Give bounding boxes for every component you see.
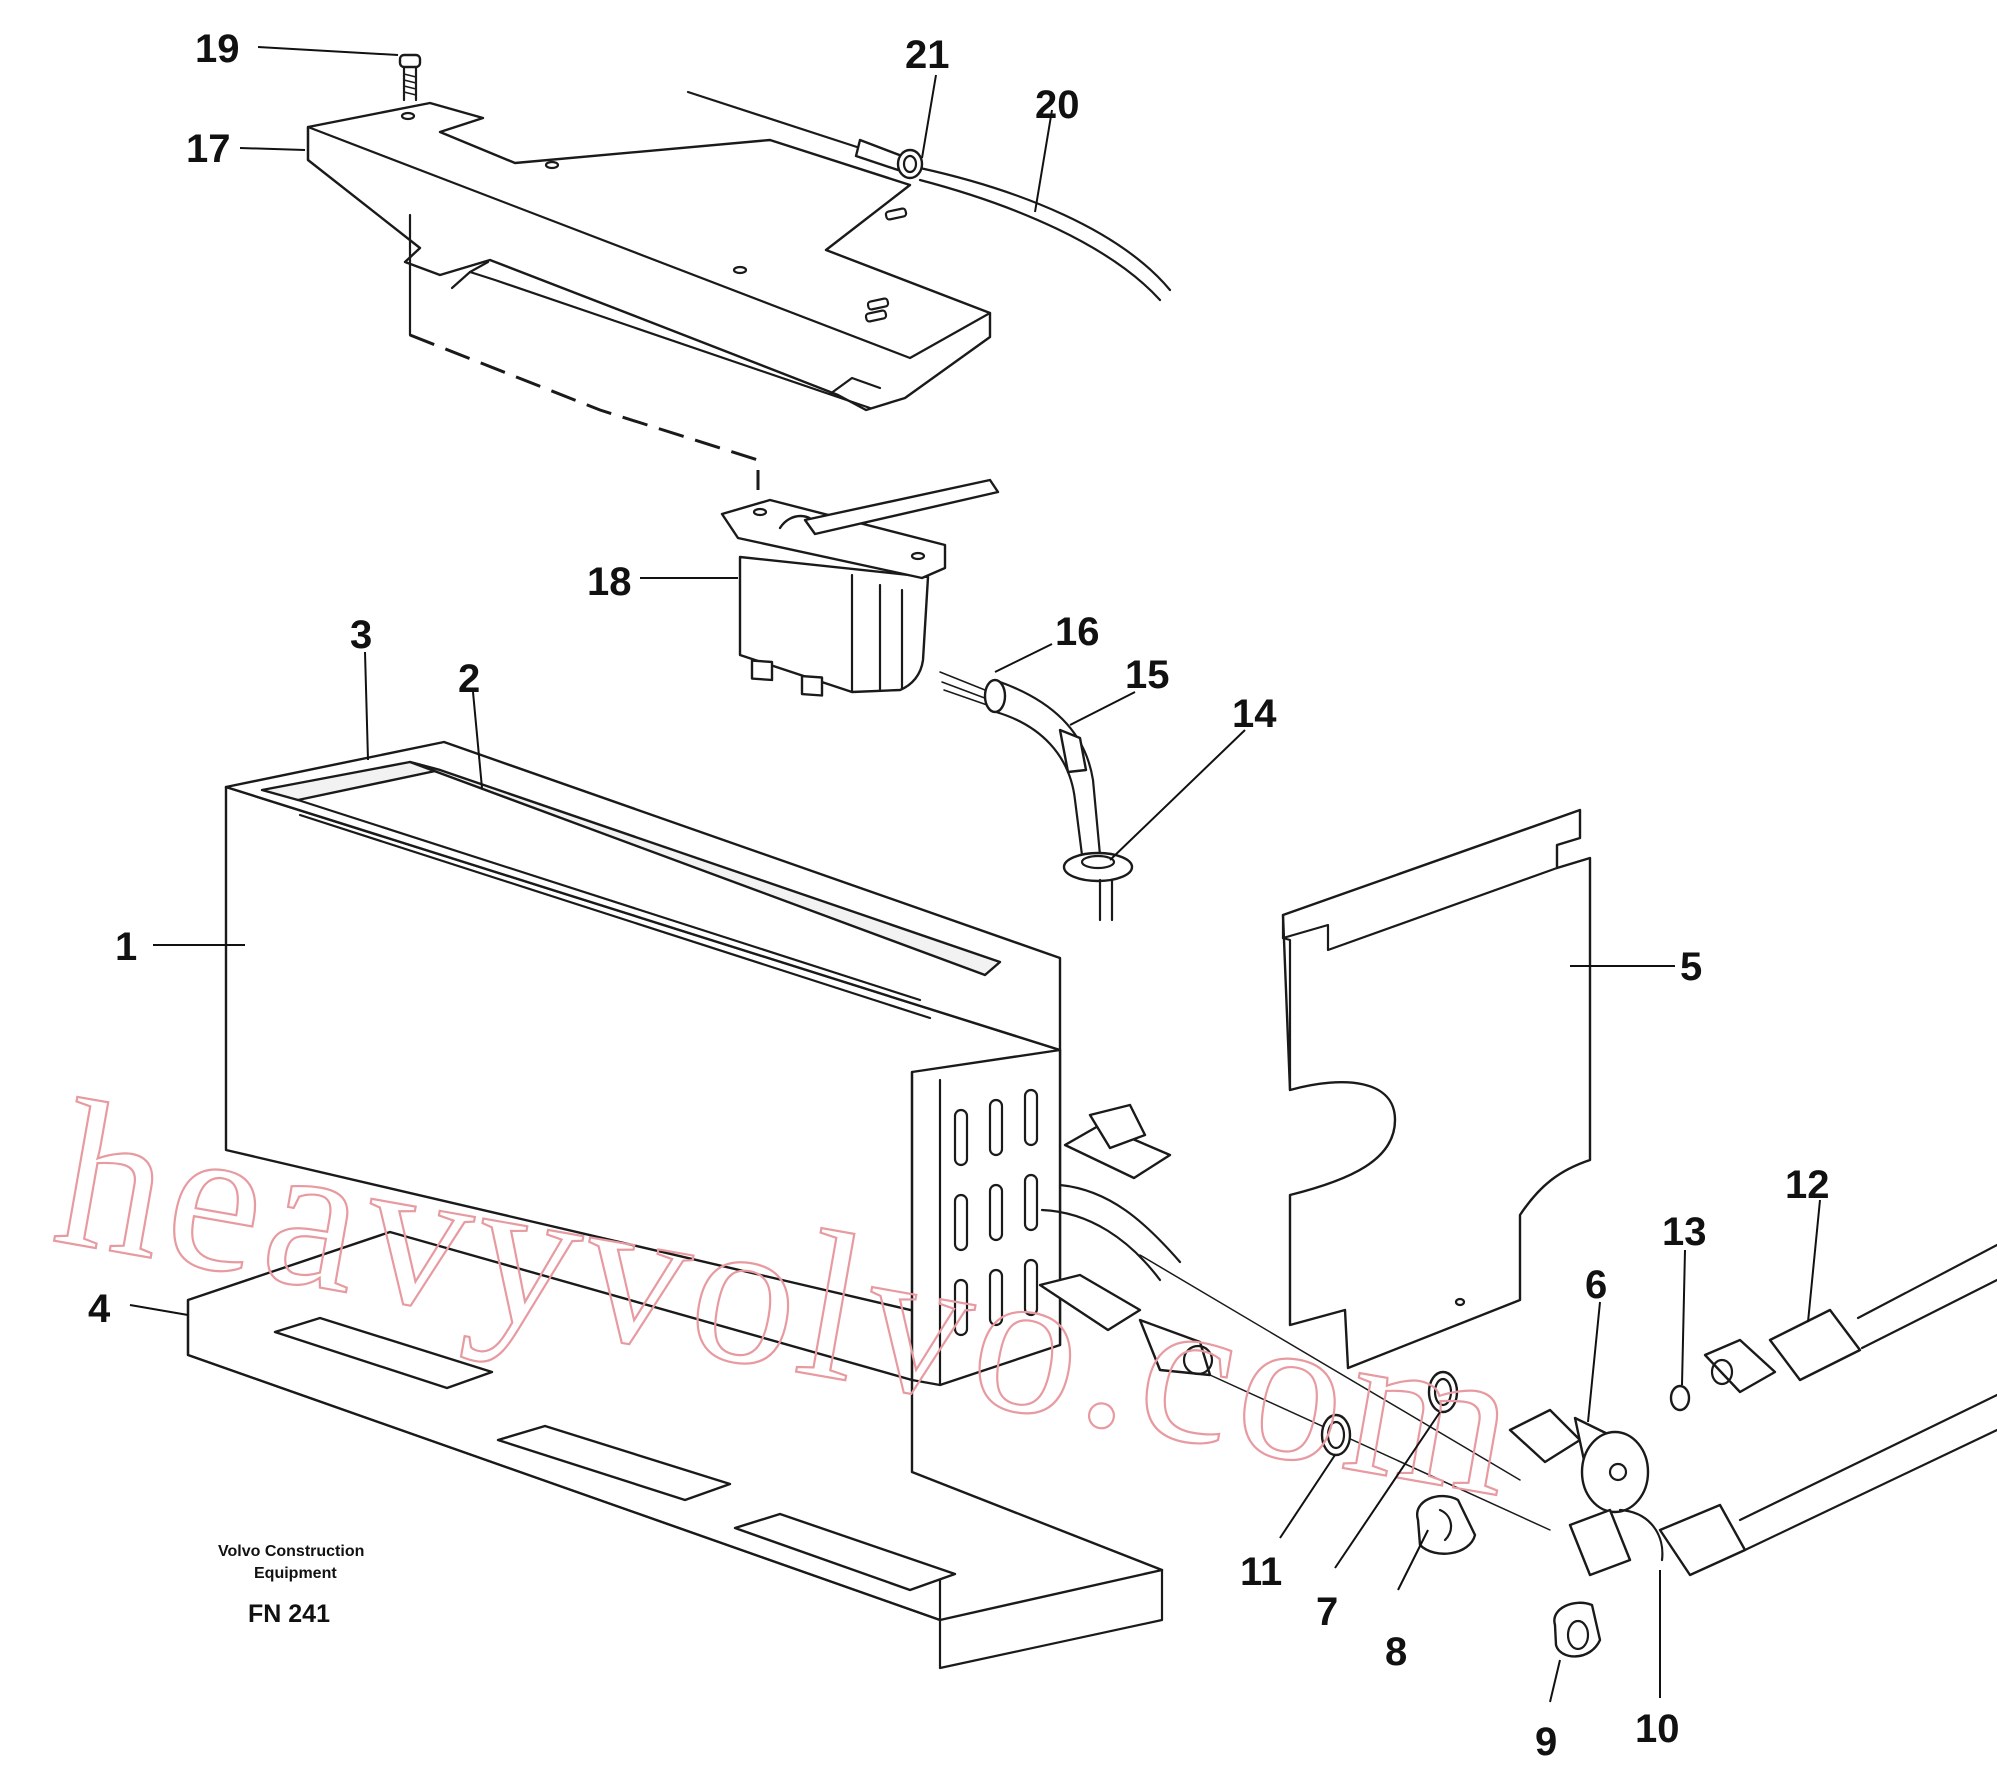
inlet-pipe bbox=[1038, 1103, 1551, 1531]
caption-line-2: Equipment bbox=[254, 1565, 337, 1582]
label-18: 18 bbox=[587, 560, 632, 604]
o-ring-13 bbox=[1669, 1384, 1691, 1412]
label-11: 11 bbox=[1240, 1550, 1282, 1594]
heater-fin-slots bbox=[953, 1088, 1039, 1337]
bracket-17 bbox=[306, 101, 992, 490]
leader-lines bbox=[129, 46, 1821, 1703]
label-13: 13 bbox=[1662, 1210, 1707, 1254]
label-19: 19 bbox=[195, 27, 240, 71]
figure-number: FN 241 bbox=[248, 1600, 330, 1628]
label-15: 15 bbox=[1125, 653, 1170, 697]
sensor-6 bbox=[1508, 1408, 1650, 1514]
hose-12 bbox=[1703, 1243, 1997, 1394]
label-6: 6 bbox=[1585, 1263, 1607, 1307]
label-1: 1 bbox=[115, 925, 137, 969]
heater-core-1 bbox=[224, 740, 1062, 1387]
label-2: 2 bbox=[458, 657, 480, 701]
label-17: 17 bbox=[186, 127, 231, 171]
screw-19 bbox=[398, 53, 422, 102]
label-3: 3 bbox=[350, 613, 372, 657]
label-10: 10 bbox=[1635, 1707, 1680, 1751]
bushing-9 bbox=[1553, 1601, 1602, 1658]
sensor-lead bbox=[939, 671, 1134, 922]
cover-plate-5 bbox=[1281, 808, 1592, 1370]
caption-line-1: Volvo Construction bbox=[218, 1543, 364, 1560]
label-20: 20 bbox=[1035, 83, 1080, 127]
label-8: 8 bbox=[1385, 1630, 1407, 1674]
label-7: 7 bbox=[1316, 1590, 1338, 1634]
label-12: 12 bbox=[1785, 1163, 1830, 1207]
label-16: 16 bbox=[1055, 610, 1100, 654]
hose-10 bbox=[1568, 1393, 1997, 1577]
label-21: 21 bbox=[905, 33, 950, 77]
o-ring-11 bbox=[1320, 1413, 1352, 1457]
caption-block: Volvo Construction Equipment FN 241 bbox=[218, 1543, 364, 1628]
o-ring-7 bbox=[1427, 1370, 1459, 1414]
callout-labels: 19 17 21 20 18 3 2 16 15 14 1 5 4 6 13 1… bbox=[88, 27, 1830, 1764]
thermostat-18 bbox=[720, 478, 1000, 697]
clamp-8 bbox=[1416, 1494, 1477, 1555]
clip-21 bbox=[896, 148, 924, 180]
tray-4 bbox=[186, 1230, 1164, 1670]
label-14: 14 bbox=[1232, 692, 1277, 736]
label-5: 5 bbox=[1680, 945, 1702, 989]
label-4: 4 bbox=[88, 1287, 111, 1331]
label-9: 9 bbox=[1535, 1720, 1557, 1764]
